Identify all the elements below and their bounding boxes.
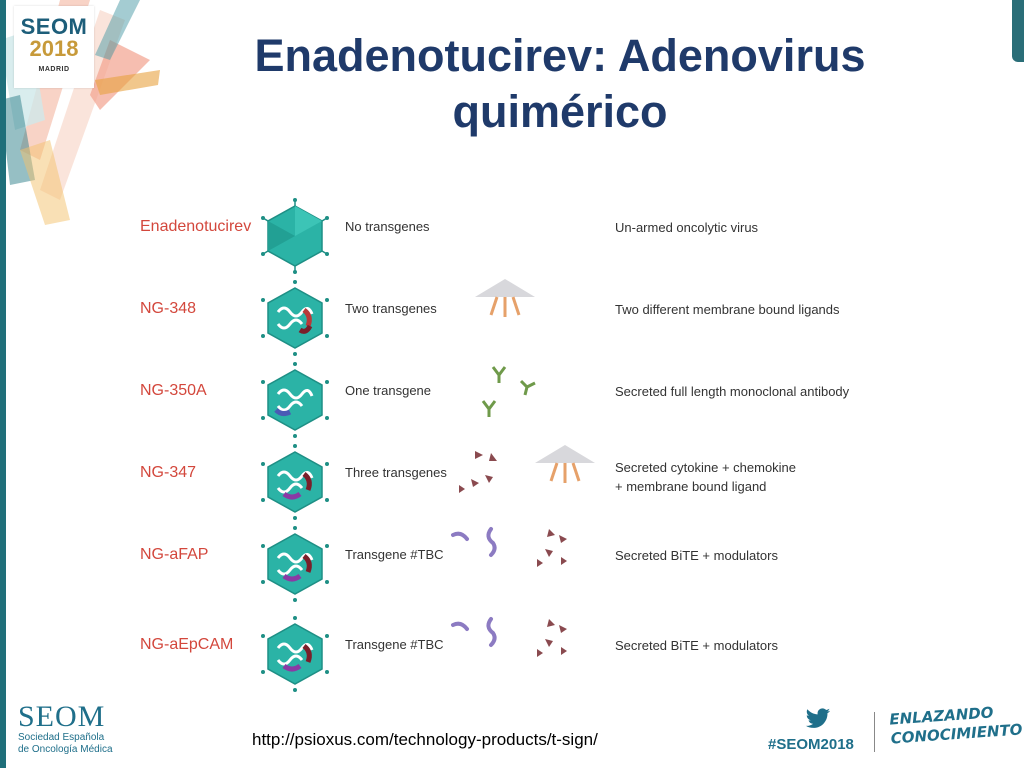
variant-description: Two different membrane bound ligands (615, 300, 840, 319)
description-line: Secreted cytokine + chemokine (615, 460, 797, 475)
transgene-label: Three transgenes (345, 465, 447, 480)
variant-name: NG-350A (140, 382, 207, 399)
variant-row: NG-350A One transgene Secreted full leng… (100, 352, 950, 438)
variant-name: Enadenotucirev (140, 218, 252, 235)
transgene-label: Transgene #TBC (345, 637, 444, 652)
description-line: Secreted BiTE + modulators (615, 638, 778, 653)
left-accent-bar (0, 0, 6, 768)
society-brand: SEOM (18, 700, 106, 733)
variant-row: NG-aEpCAM Transgene #TBC (100, 606, 950, 692)
logo-brand: SEOM (20, 14, 88, 39)
society-name-line-2: de Oncología Médica (18, 744, 113, 755)
slide-title: Enadenotucirev: Adenovirus quimérico (170, 28, 950, 140)
virus-with-dna-icon (261, 444, 329, 520)
description-line: Two different membrane bound ligands (615, 302, 840, 317)
twitter-bird-icon (805, 708, 831, 728)
description-line: Un-armed oncolytic virus (615, 220, 759, 235)
variant-description: Secreted full length monoclonal antibody (615, 382, 849, 401)
logo-city: MADRID (38, 66, 70, 73)
variant-name: NG-aEpCAM (140, 636, 234, 653)
variant-description: Secreted cytokine + chemokine + membrane… (615, 458, 796, 496)
virus-with-dna-icon (261, 280, 329, 356)
virus-capsid-icon (261, 198, 329, 274)
description-line: + membrane bound ligand (615, 479, 767, 494)
logo-year: 2018 (29, 36, 79, 61)
variant-description: Secreted BiTE + modulators (615, 546, 778, 565)
variant-name: NG-348 (140, 300, 197, 317)
variant-description: Un-armed oncolytic virus (615, 218, 758, 237)
seom-2018-logo: SEOM 2018 MADRID (14, 6, 94, 88)
variant-name: NG-aFAP (140, 546, 209, 563)
virus-variants-figure: Enadenotucirev No transgenes Un-armed on… (100, 178, 950, 698)
transgene-label: Two transgenes (345, 301, 437, 316)
variant-row: NG-aFAP Transgene #TBC Se (100, 516, 950, 602)
description-line: Secreted full length monoclonal antibody (615, 384, 850, 399)
antibody-icon (481, 366, 536, 417)
variant-description: Secreted BiTE + modulators (615, 636, 778, 655)
transgene-label: One transgene (345, 383, 432, 398)
event-hashtag: #SEOM2018 (768, 736, 854, 753)
title-line-2: quimérico (452, 86, 668, 137)
transgene-label: No transgenes (345, 219, 430, 234)
source-url-link[interactable]: http://psioxus.com/technology-products/t… (252, 730, 598, 749)
footer-divider (874, 712, 875, 752)
bite-modulators-icon (451, 527, 567, 567)
virus-with-dna-icon (261, 362, 329, 438)
variant-row: NG-347 Three transgenes Secre (100, 434, 950, 520)
virus-with-dna-icon (261, 526, 329, 602)
seom-society-logo: SEOM Sociedad Española de Oncología Médi… (18, 702, 113, 756)
right-accent-bar (1012, 0, 1024, 62)
transgene-label: Transgene #TBC (345, 547, 444, 562)
cytokine-chemokine-ligand-icon (459, 445, 595, 493)
virus-with-dna-icon (261, 616, 329, 692)
society-name-line-1: Sociedad Española (18, 732, 105, 743)
slogan: ENLAZANDO CONOCIMIENTO (889, 701, 1023, 748)
variant-row: Enadenotucirev No transgenes Un-armed on… (100, 188, 950, 274)
title-line-1: Enadenotucirev: Adenovirus (254, 30, 866, 81)
variant-row: NG-348 Two transgenes Two different memb… (100, 270, 950, 356)
membrane-ligand-icon (475, 279, 535, 317)
variant-name: NG-347 (140, 464, 197, 481)
description-line: Secreted BiTE + modulators (615, 548, 778, 563)
bite-modulators-icon (451, 617, 567, 657)
